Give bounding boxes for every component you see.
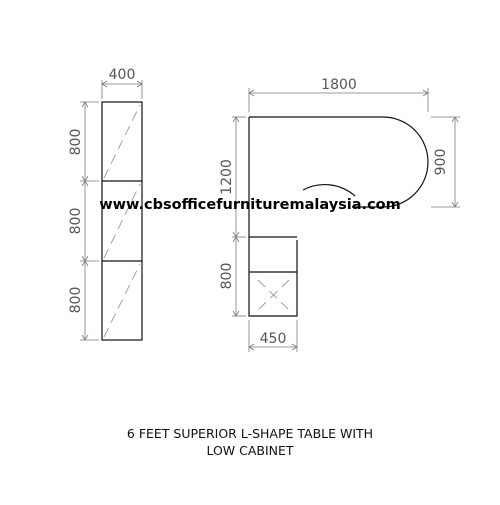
dimension-label-900: 900 xyxy=(433,149,449,176)
dimension-label-1800: 1800 xyxy=(321,77,357,93)
dimension-label-800-middle: 800 xyxy=(68,208,84,235)
dimension-return-width: 450 xyxy=(248,320,298,352)
side-cabinet-door-diagonal-3 xyxy=(103,263,141,338)
side-cabinet-outline xyxy=(101,101,143,341)
dimension-label-400: 400 xyxy=(109,67,136,83)
product-caption: 6 FEET SUPERIOR L-SHAPE TABLE WITH LOW C… xyxy=(0,425,500,459)
side-cabinet-door-diagonal-1 xyxy=(103,104,141,179)
table-cutout-arc xyxy=(302,183,356,197)
l-shape-table xyxy=(248,116,429,317)
side-cabinet-door-diagonal-2 xyxy=(103,183,141,259)
dimension-side-cabinet-heights: 800 800 800 xyxy=(68,101,99,341)
website-watermark: www.cbsofficefurnituremalaysia.com xyxy=(99,197,401,213)
dimension-table-depth: 900 xyxy=(431,116,460,208)
dimension-label-800-top: 800 xyxy=(68,129,84,156)
dimension-label-1200: 1200 xyxy=(219,159,235,195)
dimension-table-length: 1800 xyxy=(248,77,429,112)
dimension-label-800-bottom: 800 xyxy=(68,287,84,314)
caption-line-2: LOW CABINET xyxy=(206,443,294,458)
dimension-return-heights: 1200 800 xyxy=(219,116,246,317)
dimension-label-800-cabinet: 800 xyxy=(219,263,235,290)
dimension-side-cabinet-width: 400 xyxy=(101,67,143,99)
dimension-label-450: 450 xyxy=(260,331,287,347)
low-cabinet-diagonal-2 xyxy=(257,279,290,311)
side-cabinet xyxy=(101,101,143,341)
caption-line-1: 6 FEET SUPERIOR L-SHAPE TABLE WITH xyxy=(126,426,374,441)
table-top-outline xyxy=(248,116,429,317)
